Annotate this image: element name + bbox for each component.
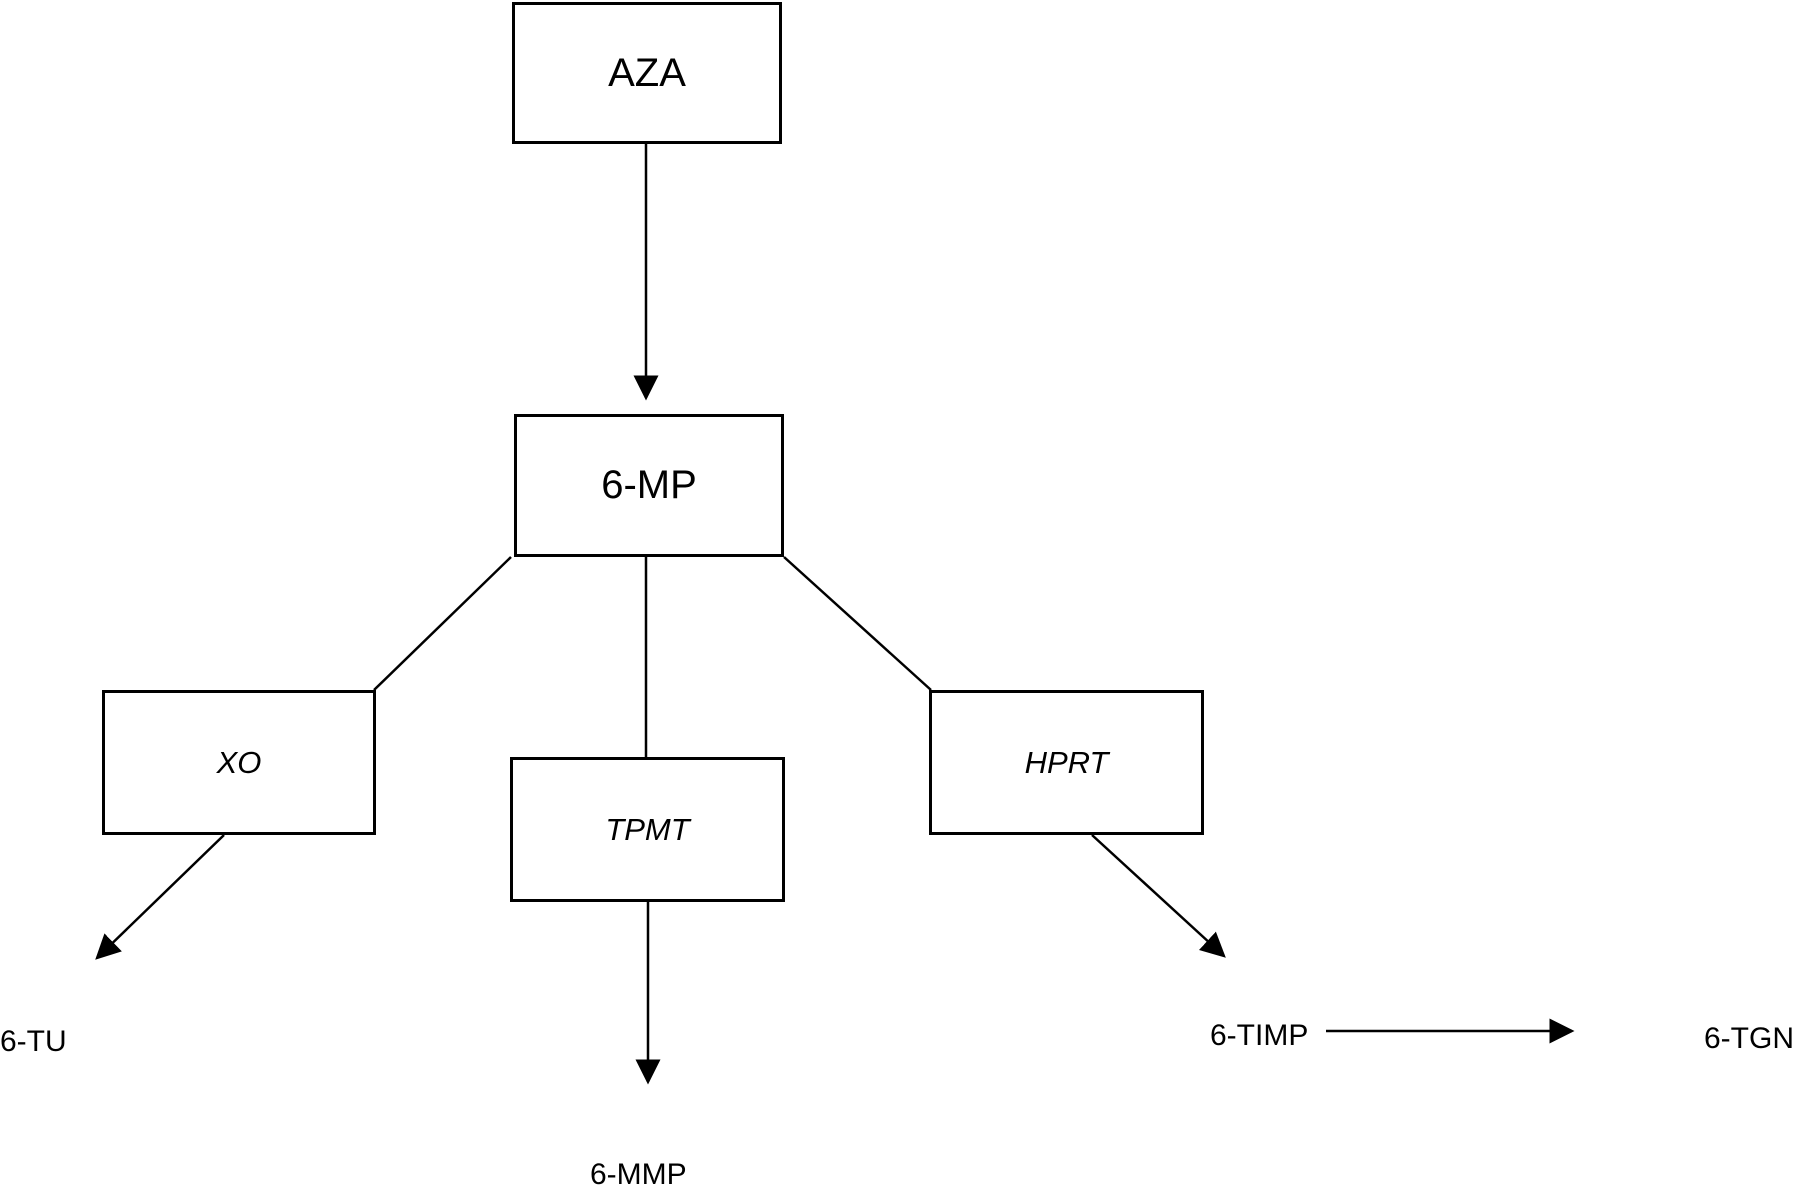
product-6timp-label: 6-TIMP — [1210, 1019, 1309, 1052]
enzyme-tpmt-label: TPMT — [605, 811, 690, 847]
line-6mp-to-xo — [373, 556, 512, 691]
arrow-hprt-to-6timp — [1091, 834, 1226, 958]
line-6mp-to-hprt — [783, 556, 932, 691]
product-6tu-label: 6-TU — [0, 1025, 67, 1058]
node-aza-box: AZA — [512, 2, 782, 144]
node-6mp-box: 6-MP — [514, 414, 784, 557]
node-aza-label: AZA — [608, 50, 686, 95]
enzyme-tpmt-box: TPMT — [510, 757, 785, 902]
product-6tgn-label: 6-TGN — [1704, 1022, 1794, 1055]
product-6mmp-label: 6-MMP — [590, 1158, 687, 1191]
enzyme-hprt-label: HPRT — [1024, 744, 1109, 780]
enzyme-hprt-box: HPRT — [929, 690, 1204, 835]
arrow-xo-to-6tu — [95, 834, 225, 960]
enzyme-xo-box: XO — [102, 690, 376, 835]
enzyme-xo-label: XO — [216, 744, 262, 780]
node-6mp-label: 6-MP — [601, 463, 697, 507]
